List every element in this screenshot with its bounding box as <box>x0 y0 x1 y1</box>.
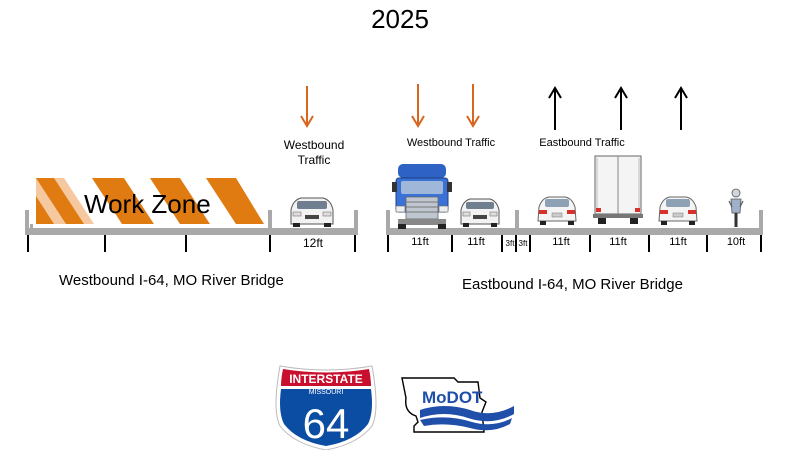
westbound-arrow-icon <box>411 84 425 128</box>
modot-logo-icon: MoDOT <box>401 377 514 433</box>
lane-width-label: 11ft <box>552 236 570 248</box>
eastbound-arrow-icon <box>614 86 628 130</box>
westbound-arrow-icon <box>300 86 314 128</box>
median-width-label: 3ft <box>518 239 528 248</box>
page-title: 2025 <box>371 4 429 34</box>
work-zone-label: Work Zone <box>84 189 211 219</box>
interstate-64-shield-icon: INTERSTATE MISSOURI 64 <box>275 365 377 450</box>
eastbound-bridge-deck <box>386 228 763 235</box>
westbound-traffic-label-right: Westbound Traffic <box>406 137 496 149</box>
modot-wordmark: MoDOT <box>422 388 483 407</box>
car-rear-icon <box>537 196 577 225</box>
westbound-bridge-label: Westbound I-64, MO River Bridge <box>59 272 284 289</box>
box-truck-icon <box>593 155 643 224</box>
parapet <box>268 210 272 230</box>
shoulder-width-label: 10ft <box>726 236 746 248</box>
lane-width-label: 11ft <box>669 236 687 248</box>
car-icon <box>290 197 334 227</box>
lane-width-label: 12ft <box>302 236 323 250</box>
median-width-label: 3ft <box>505 239 515 248</box>
parapet <box>386 210 390 230</box>
westbound-arrow-icon <box>466 84 480 128</box>
work-zone-barrier <box>30 178 264 230</box>
parapet <box>354 210 358 230</box>
westbound-bridge-deck <box>25 228 358 235</box>
shield-number-text: 64 <box>303 400 350 447</box>
eastbound-bridge-label: Eastbound I-64, MO River Bridge <box>462 276 683 293</box>
westbound-traffic-label: Westbound Traffic <box>266 138 362 168</box>
shield-interstate-text: INTERSTATE <box>289 372 363 386</box>
cyclist-icon <box>728 188 744 227</box>
lane-width-label: 11ft <box>411 236 429 248</box>
lane-ticks <box>27 235 762 252</box>
eastbound-arrow-icon <box>548 86 562 130</box>
median-barrier <box>515 210 519 230</box>
shield-state-text: MISSOURI <box>309 389 344 396</box>
parapet <box>759 210 763 230</box>
car-rear-icon <box>658 196 698 225</box>
semi-truck-icon <box>392 164 452 229</box>
lane-width-label: 11ft <box>467 236 485 248</box>
lane-width-label: 11ft <box>609 236 627 248</box>
car-icon <box>460 198 500 227</box>
westbound-traffic-label-line1: Westbound <box>283 138 345 152</box>
parapet <box>25 210 29 230</box>
eastbound-traffic-label: Eastbound Traffic <box>539 137 625 149</box>
westbound-traffic-label-line2: Traffic <box>297 153 331 167</box>
eastbound-arrow-icon <box>674 86 688 130</box>
